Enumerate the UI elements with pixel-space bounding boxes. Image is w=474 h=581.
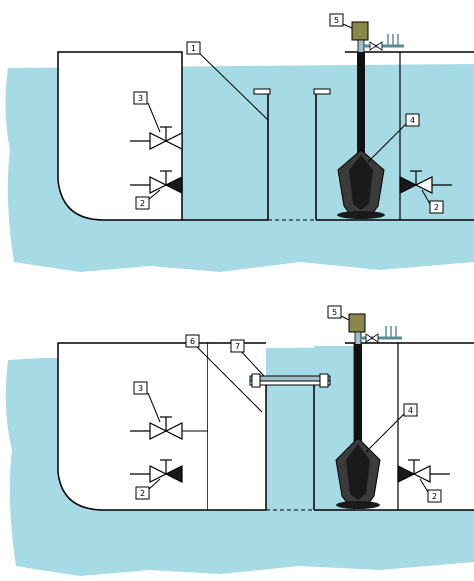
top-label-upper-valve: 3 [138,94,143,103]
top-panel: 1 3 2 4 5 2 [5,13,474,272]
top-lower-valve-right [399,170,452,194]
top-lower-valve-left [130,170,183,194]
bottom-upper-valve [130,416,208,440]
top-plug-rod [357,52,365,162]
bottom-plug-rod [354,344,362,444]
bottom-tank [57,342,209,511]
top-label-lower-valve-left: 2 [140,199,145,208]
bottom-flange-cover [249,373,331,388]
bottom-label-flange-cover: 7 [235,342,240,351]
top-pipe-cap-left [253,88,271,95]
bottom-label-upper-valve: 3 [138,384,143,393]
bottom-panel: 6 7 3 2 4 5 2 [5,305,474,576]
top-label-lower-valve-right: 2 [434,203,439,212]
top-label-control-unit: 5 [334,16,339,25]
bottom-label-control-unit: 5 [332,308,337,317]
top-plug-assembly [337,21,404,219]
top-pipe-cap-right [313,88,331,95]
bottom-label-plug: 4 [408,406,413,415]
top-label-plug: 4 [410,116,415,125]
bottom-label-lower-valve-right: 2 [432,492,437,501]
bottom-lower-valve-right [397,459,450,483]
bottom-plug-assembly [335,313,402,509]
top-tank [57,51,183,221]
bottom-label-lower-valve-left: 2 [140,489,145,498]
top-control-unit [351,21,369,41]
top-upper-valve [130,126,183,150]
top-label-outlet-pipe: 1 [191,44,196,53]
bottom-label-pipe-section: 6 [190,337,195,346]
bottom-control-unit [348,313,366,333]
bottom-lower-valve-left [130,459,183,483]
